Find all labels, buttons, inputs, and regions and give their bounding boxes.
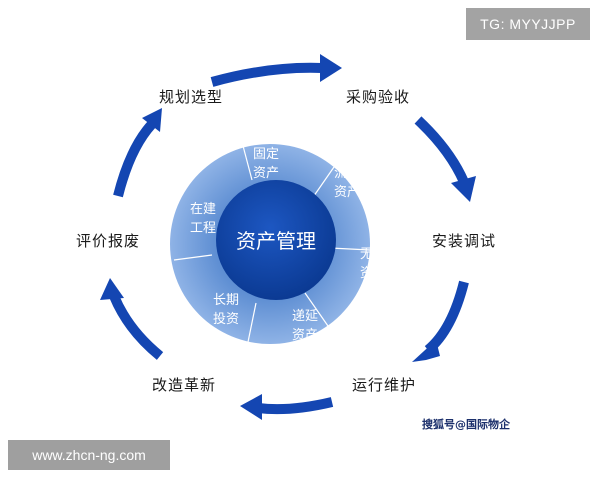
lifecycle-arrows <box>100 54 476 420</box>
arrow-scrap-to-planning <box>113 120 156 198</box>
arrow-install-to-maintenance <box>424 280 469 354</box>
arrow-renovation-to-scrap <box>109 294 164 360</box>
arrow-head-5 <box>100 278 124 300</box>
stage-evaluation-scrap: 评价报废 <box>76 232 141 250</box>
center-circle <box>216 180 336 300</box>
source-credit: 搜狐号@国际物企 <box>422 418 510 431</box>
center-label: 资产管理 <box>236 229 316 253</box>
segment-fixed-assets-line1: 固定 <box>253 147 279 162</box>
arrow-head-4 <box>240 394 262 420</box>
divider-3 <box>329 247 371 251</box>
tg-watermark-badge: TG: MYYJJPP <box>466 8 590 40</box>
arrow-head-6 <box>142 108 162 132</box>
segment-intangible-assets-line2: 资产 <box>360 266 386 281</box>
segment-long-term-investment-line2: 投资 <box>213 311 239 327</box>
segment-construction-in-progress-line2: 工程 <box>190 221 216 236</box>
segment-current-assets-line1: 流动 <box>334 166 360 181</box>
segment-construction-in-progress-line1: 在建 <box>190 202 216 217</box>
divider-4 <box>304 292 329 327</box>
site-watermark-badge: www.zhcn-ng.com <box>8 440 170 470</box>
segment-current-assets-line2: 资产 <box>334 185 360 200</box>
divider-6 <box>173 254 213 261</box>
divider-5 <box>247 302 257 343</box>
arrow-head-2 <box>451 176 476 202</box>
arrow-head-1 <box>320 54 342 82</box>
stage-procurement-acceptance: 采购验收 <box>346 88 411 106</box>
segment-deferred-assets-line1: 递延 <box>292 309 318 324</box>
arrow-planning-to-procurement <box>210 62 323 87</box>
segment-fixed-assets-line2: 资产 <box>253 166 279 181</box>
stage-installation-commissioning: 安装调试 <box>432 232 497 250</box>
arrow-maintenance-to-renovation <box>257 397 334 415</box>
divider-1 <box>241 141 253 181</box>
arrow-head-3 <box>412 340 440 362</box>
segment-long-term-investment-line1: 长期 <box>213 293 239 308</box>
segment-intangible-assets-line1: 无形 <box>360 247 386 262</box>
segment-deferred-assets-line2: 资产 <box>292 328 318 343</box>
stage-operation-maintenance: 运行维护 <box>352 376 417 394</box>
arrow-procurement-to-install <box>414 116 469 185</box>
stage-renovation: 改造革新 <box>152 376 217 394</box>
stage-planning-selection: 规划选型 <box>159 88 224 106</box>
segment-labels: 固定 资产 流动 资产 无形 资产 递延 资产 长期 投资 在建 工程 <box>190 147 386 343</box>
